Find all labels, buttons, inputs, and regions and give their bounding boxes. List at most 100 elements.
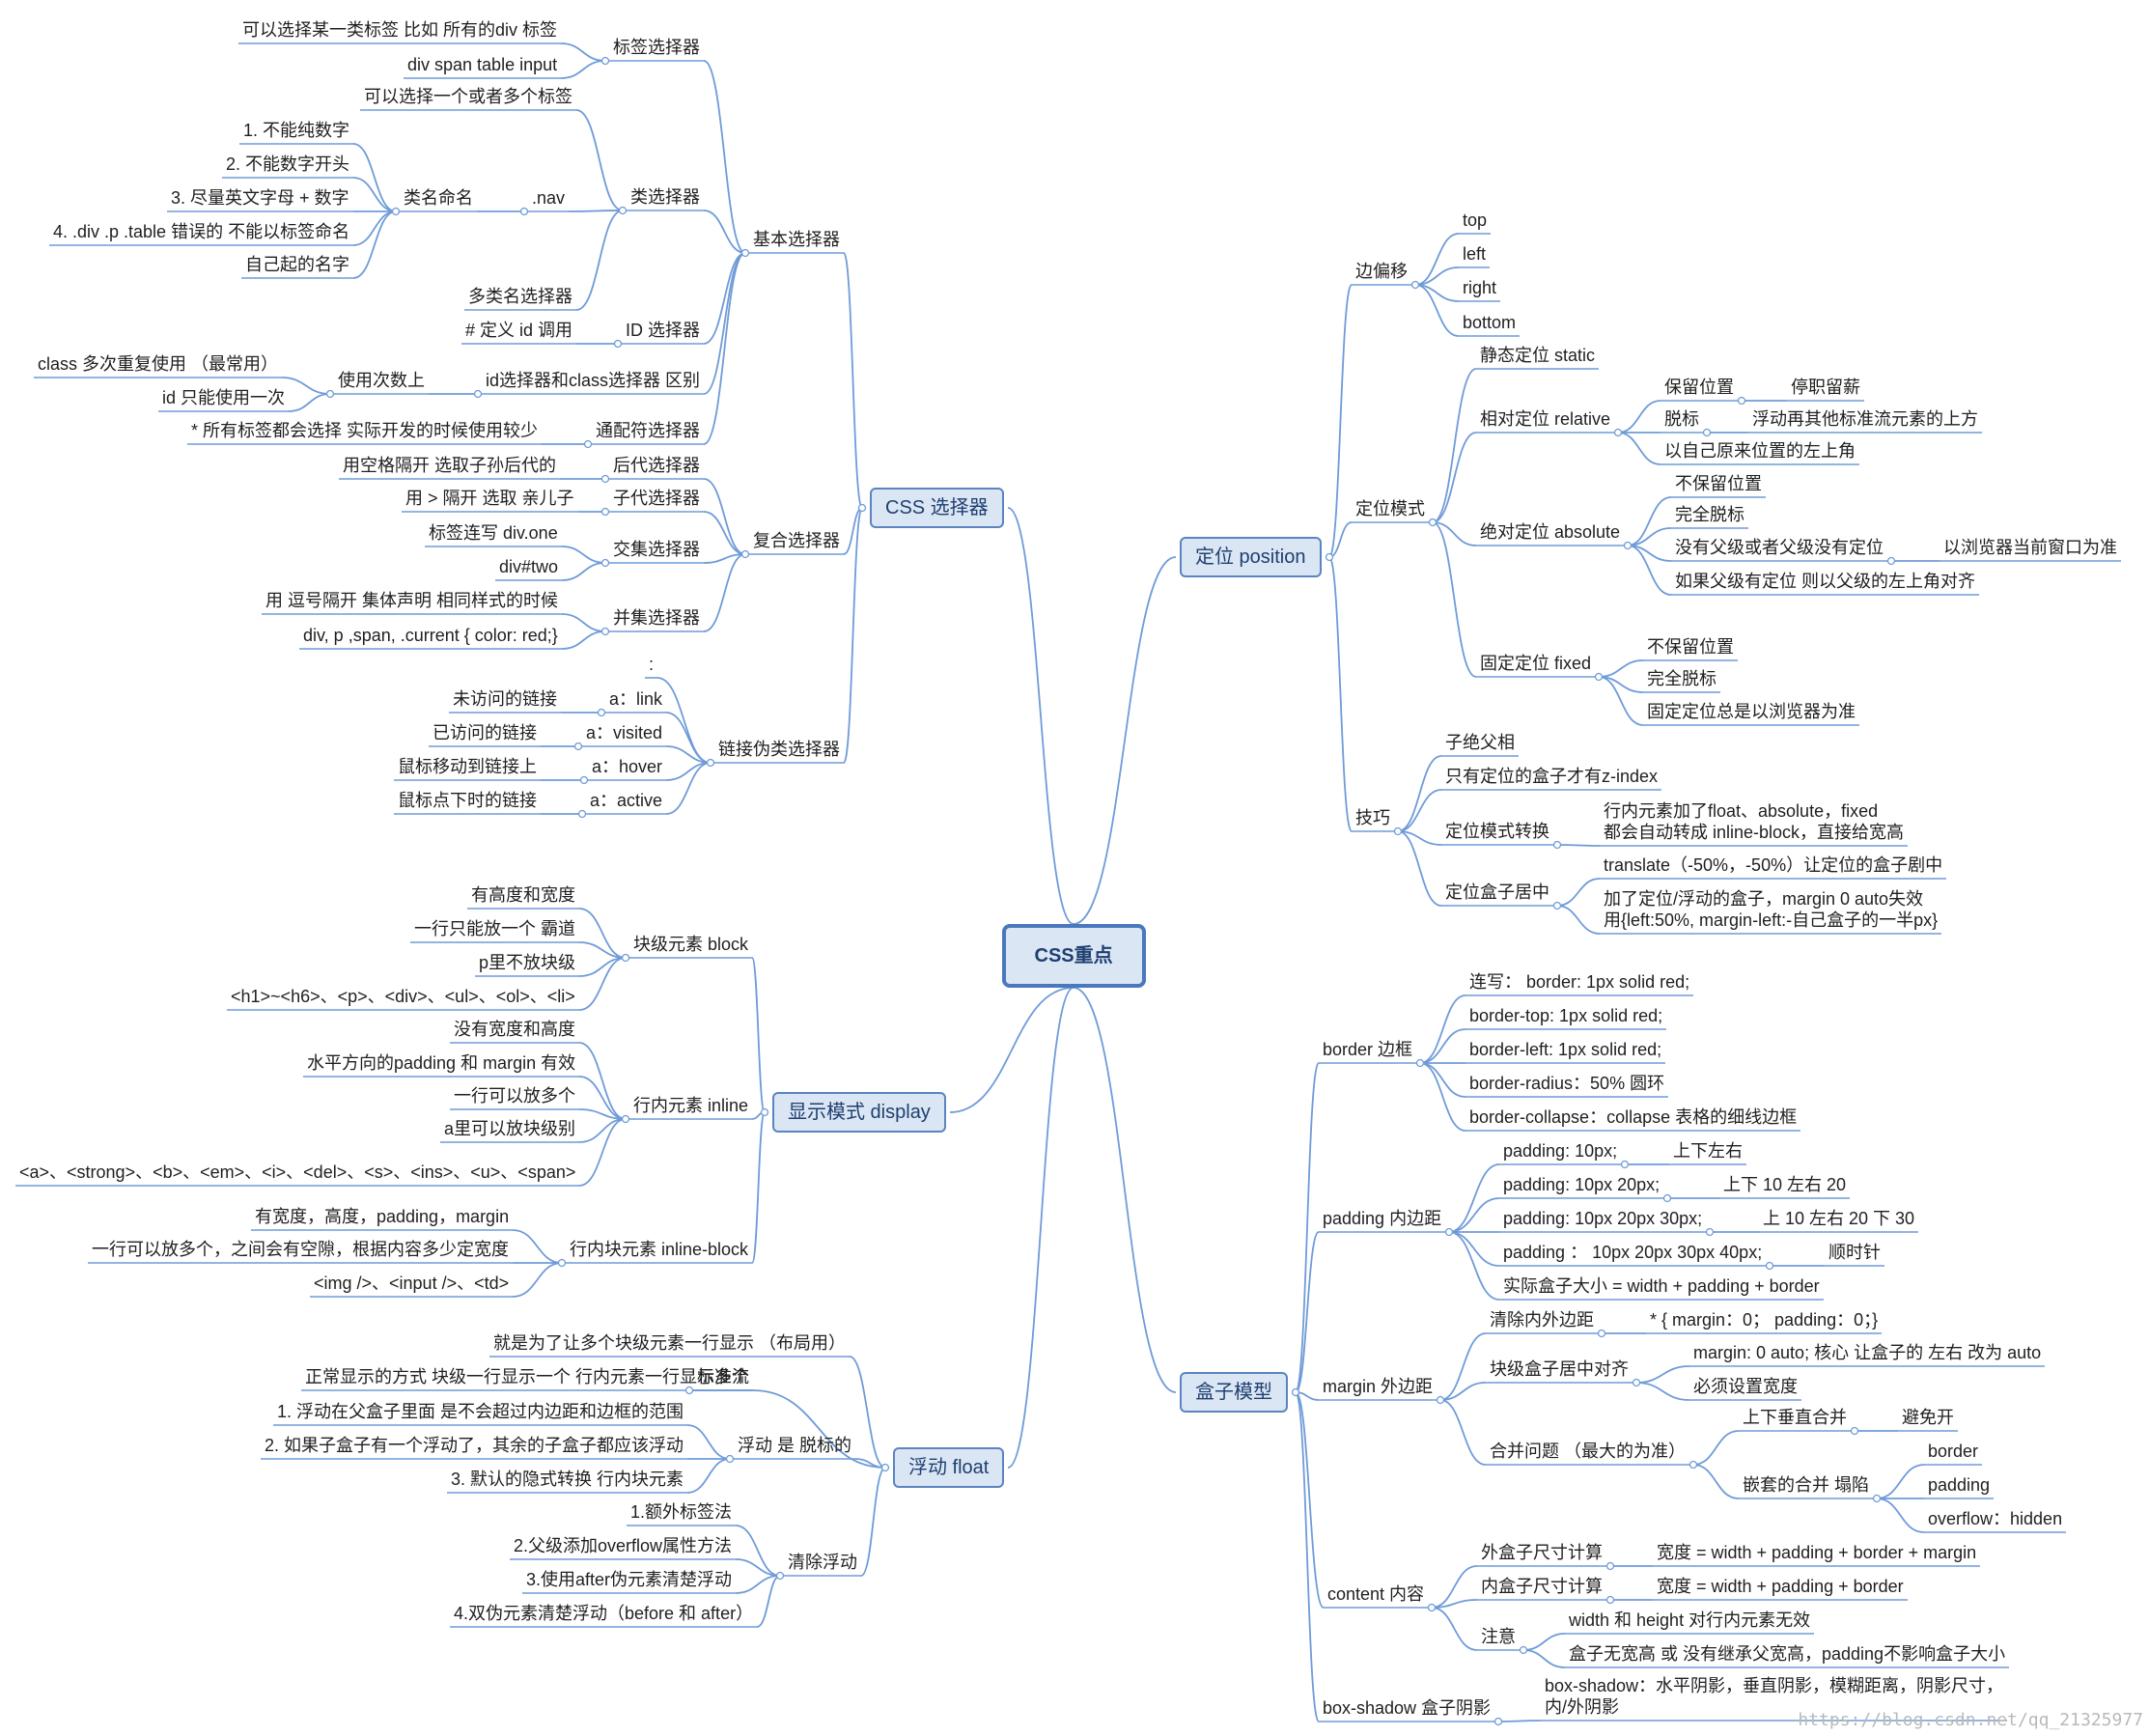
- topic-node: border-radius：50% 圆环: [1469, 1074, 1665, 1093]
- connector-curve: [352, 177, 397, 212]
- collapse-dot-icon[interactable]: [740, 248, 750, 258]
- collapse-dot-icon[interactable]: [579, 775, 589, 785]
- collapse-dot-icon[interactable]: [1493, 1717, 1503, 1726]
- topic-node: 边偏移: [1355, 262, 1408, 281]
- collapse-dot-icon[interactable]: [1872, 1494, 1882, 1503]
- collapse-dot-icon[interactable]: [1444, 1227, 1454, 1237]
- connector-curve: [1556, 878, 1601, 907]
- connector-curve: [703, 210, 746, 254]
- topic-node: 用 > 隔开 选取 亲儿子: [405, 489, 574, 508]
- topic-node: 链接伪类选择器: [718, 740, 840, 759]
- connector-curve: [1522, 1633, 1566, 1651]
- topic-node: 交集选择器: [613, 540, 700, 559]
- collapse-dot-icon[interactable]: [1688, 1460, 1698, 1470]
- collapse-dot-icon[interactable]: [1552, 840, 1562, 850]
- collapse-dot-icon[interactable]: [1427, 1603, 1437, 1612]
- collapse-dot-icon[interactable]: [684, 1386, 694, 1395]
- topic-node: 宽度 = width + padding + border + margin: [1657, 1543, 1977, 1562]
- collapse-dot-icon[interactable]: [725, 1454, 735, 1464]
- topic-node: margin: 0 auto; 核心 让盒子的 左右 改为 auto: [1693, 1343, 2042, 1362]
- collapse-dot-icon[interactable]: [1886, 556, 1896, 566]
- connector-curve: [1439, 1332, 1487, 1401]
- connector-curve: [1397, 830, 1442, 907]
- collapse-dot-icon[interactable]: [1428, 518, 1437, 527]
- collapse-dot-icon[interactable]: [1410, 280, 1420, 290]
- collapse-dot-icon[interactable]: [621, 953, 630, 963]
- topic-node: border-top: 1px solid red;: [1469, 1006, 1663, 1025]
- connector-curve: [686, 1458, 731, 1494]
- collapse-dot-icon[interactable]: [577, 809, 587, 819]
- topic-node: 注意: [1481, 1627, 1516, 1646]
- topic-node: 3.使用after伪元素清楚浮动: [526, 1570, 733, 1589]
- collapse-dot-icon[interactable]: [1613, 428, 1623, 437]
- topic-node: 不保留位置: [1647, 637, 1734, 657]
- collapse-dot-icon[interactable]: [600, 474, 610, 484]
- topic-node: div, p ,span, .current { color: red;}: [303, 626, 558, 645]
- collapse-dot-icon[interactable]: [597, 708, 606, 717]
- collapse-dot-icon[interactable]: [391, 207, 401, 216]
- collapse-dot-icon[interactable]: [600, 507, 610, 517]
- topic-node: 避免开: [1902, 1408, 1954, 1427]
- connector-curve: [752, 1389, 886, 1469]
- topic-node: 用 逗号隔开 集体声明 相同样式的时候: [265, 591, 559, 610]
- collapse-dot-icon[interactable]: [1519, 1645, 1528, 1655]
- topic-node: border-left: 1px solid red;: [1469, 1040, 1662, 1059]
- topic-node: a：hover: [592, 757, 663, 776]
- topic-node: padding ： 10px 20px 30px 40px;: [1503, 1243, 1763, 1262]
- connector-curve: [1295, 1391, 1325, 1609]
- collapse-dot-icon[interactable]: [1597, 1329, 1606, 1338]
- collapse-dot-icon[interactable]: [1594, 672, 1604, 682]
- collapse-dot-icon[interactable]: [1623, 541, 1633, 550]
- topic-node: 用空格隔开 选取子孙后代的: [343, 456, 556, 475]
- collapse-dot-icon[interactable]: [880, 1463, 890, 1472]
- collapse-dot-icon[interactable]: [583, 439, 593, 449]
- collapse-dot-icon[interactable]: [1291, 1387, 1300, 1397]
- topic-node: 技巧: [1355, 808, 1390, 827]
- collapse-dot-icon[interactable]: [1415, 1058, 1425, 1068]
- collapse-dot-icon[interactable]: [1662, 1193, 1672, 1203]
- collapse-dot-icon[interactable]: [857, 503, 867, 513]
- collapse-dot-icon[interactable]: [706, 758, 715, 768]
- collapse-dot-icon[interactable]: [600, 627, 610, 636]
- collapse-dot-icon[interactable]: [325, 389, 335, 399]
- topic-node: 子绝父相: [1445, 733, 1515, 752]
- collapse-dot-icon[interactable]: [1605, 1595, 1615, 1605]
- collapse-dot-icon[interactable]: [1552, 901, 1562, 910]
- collapse-dot-icon[interactable]: [1705, 1227, 1715, 1237]
- collapse-dot-icon[interactable]: [473, 389, 483, 399]
- topic-node: 定位盒子居中: [1445, 882, 1549, 902]
- collapse-dot-icon[interactable]: [1632, 1378, 1641, 1387]
- collapse-dot-icon[interactable]: [1393, 826, 1403, 836]
- collapse-dot-icon[interactable]: [600, 56, 610, 66]
- collapse-dot-icon[interactable]: [1605, 1561, 1615, 1571]
- connector-curve: [1419, 994, 1466, 1064]
- topic-node: 清除浮动: [788, 1553, 857, 1572]
- connector-curve: [1635, 1382, 1690, 1401]
- topic-node: 1. 浮动在父盒子里面 是不会超过内边距和边框的范围: [277, 1402, 684, 1421]
- topic-node: 块级盒子居中对齐: [1490, 1359, 1629, 1379]
- collapse-dot-icon[interactable]: [1436, 1395, 1445, 1405]
- collapse-dot-icon[interactable]: [1620, 1160, 1630, 1169]
- connector-curve: [1414, 233, 1460, 286]
- collapse-dot-icon[interactable]: [618, 206, 628, 215]
- topic-node: 顺时针: [1828, 1243, 1881, 1262]
- collapse-dot-icon[interactable]: [600, 558, 610, 568]
- collapse-dot-icon[interactable]: [1737, 396, 1746, 406]
- collapse-dot-icon[interactable]: [1702, 428, 1712, 437]
- collapse-dot-icon[interactable]: [613, 339, 623, 349]
- topic-node: 2.父级添加overflow属性方法: [514, 1536, 733, 1555]
- collapse-dot-icon[interactable]: [557, 1258, 567, 1268]
- collapse-dot-icon[interactable]: [740, 549, 750, 559]
- topic-node: div#two: [499, 557, 559, 576]
- collapse-dot-icon[interactable]: [760, 1107, 769, 1117]
- collapse-dot-icon[interactable]: [775, 1571, 785, 1581]
- collapse-dot-icon[interactable]: [1850, 1426, 1859, 1436]
- connector-curve: [1397, 755, 1442, 832]
- collapse-dot-icon[interactable]: [519, 207, 529, 216]
- connector-curve: [1397, 789, 1442, 832]
- connector-curve: [352, 210, 397, 246]
- collapse-dot-icon[interactable]: [573, 742, 583, 751]
- collapse-dot-icon[interactable]: [1765, 1261, 1774, 1271]
- collapse-dot-icon[interactable]: [1325, 552, 1334, 562]
- collapse-dot-icon[interactable]: [621, 1114, 630, 1124]
